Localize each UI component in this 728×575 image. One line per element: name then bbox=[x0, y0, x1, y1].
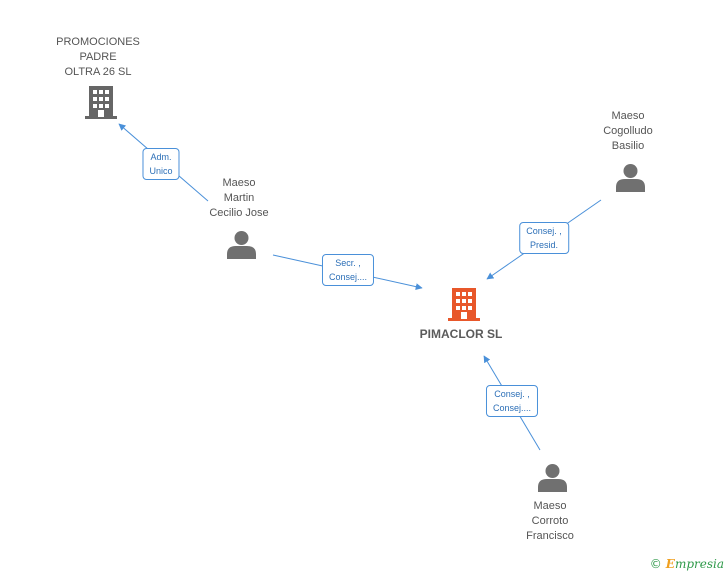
relation-line-2: Presid. bbox=[529, 240, 558, 250]
martin-label-line-2: Martin bbox=[223, 192, 255, 204]
cogolludo-label-line-3: Basilio bbox=[611, 140, 645, 152]
relation-line-1: Secr. , bbox=[335, 258, 361, 268]
corroto-label-line-2: Corroto bbox=[531, 515, 569, 527]
promociones-label[interactable]: PROMOCIONES PADRE OLTRA 26 SL bbox=[56, 35, 140, 80]
relation-line-1: Consej. , bbox=[526, 226, 562, 236]
copyright-symbol: © bbox=[649, 557, 662, 571]
promociones-label-line-2: PADRE bbox=[79, 51, 117, 63]
cogolludo-label-line-2: Cogolludo bbox=[603, 125, 653, 137]
relation-adm-unico[interactable]: Adm. Unico bbox=[142, 148, 180, 180]
martin-label-line-1: Maeso bbox=[222, 177, 256, 189]
building-icon[interactable] bbox=[85, 86, 117, 119]
martin-label[interactable]: Maeso Martin Cecilio Jose bbox=[209, 176, 268, 221]
person-icon[interactable] bbox=[227, 230, 256, 259]
brand-name: mpresia bbox=[674, 557, 724, 571]
martin-label-line-3: Cecilio Jose bbox=[209, 207, 269, 219]
relation-line-2: Consej.... bbox=[492, 403, 532, 413]
promociones-label-line-3: OLTRA 26 SL bbox=[64, 66, 132, 78]
relation-line-2: Unico bbox=[149, 166, 173, 176]
cogolludo-label-line-1: Maeso bbox=[611, 110, 645, 122]
corroto-label-line-3: Francisco bbox=[526, 530, 574, 542]
relation-consej-presid[interactable]: Consej. , Presid. bbox=[519, 222, 569, 254]
relation-line-2: Consej.... bbox=[328, 272, 368, 282]
promociones-label-line-1: PROMOCIONES bbox=[56, 36, 140, 48]
cogolludo-label[interactable]: Maeso Cogolludo Basilio bbox=[603, 109, 653, 154]
pimaclor-label[interactable]: PIMACLOR SL bbox=[419, 327, 503, 341]
building-icon[interactable] bbox=[448, 288, 480, 321]
corroto-label[interactable]: Maeso Corroto Francisco bbox=[526, 499, 574, 544]
corroto-label-line-1: Maeso bbox=[533, 500, 567, 512]
person-icon[interactable] bbox=[616, 163, 645, 192]
relation-consej-consej[interactable]: Consej. , Consej.... bbox=[485, 385, 539, 417]
relation-secr-consej[interactable]: Secr. , Consej.... bbox=[321, 254, 375, 286]
empresia-watermark: ©Empresia bbox=[650, 557, 724, 571]
brand-initial: E bbox=[665, 557, 675, 571]
relation-line-1: Consej. , bbox=[494, 389, 530, 399]
relation-line-1: Adm. bbox=[150, 152, 172, 162]
person-icon[interactable] bbox=[538, 463, 567, 492]
